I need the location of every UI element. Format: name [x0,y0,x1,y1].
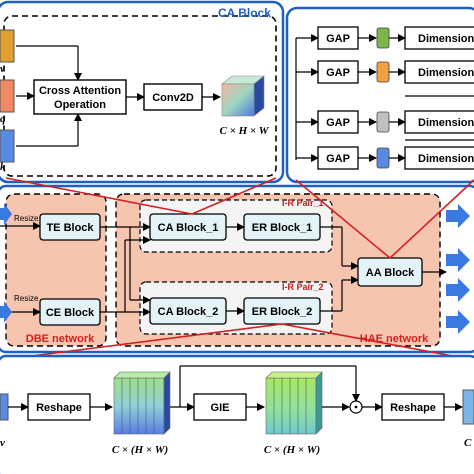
hae-network-title: HAE network [360,333,429,345]
conv2d-label: Conv2D [152,92,194,104]
bottom-output-slab [462,389,474,425]
gap-label-3: GAP [326,117,350,129]
label-q: q [0,113,6,125]
bottom-input-slab [0,393,9,421]
ca-block-2-label: CA Block_2 [158,306,219,318]
aa-block-label: AA Block [366,267,415,279]
gap-label-2: GAP [326,67,350,79]
dimension-label-3: Dimension [418,117,474,129]
ca-block-1-label: CA Block_1 [158,222,219,234]
gap-label-4: GAP [326,153,350,165]
aa-row-4: GAP Dimension [296,146,474,170]
er-block-2-label: ER Block_2 [252,306,313,318]
dimension-label-4: Dimension [418,153,474,165]
output-arrows [446,204,470,334]
gap-label-1: GAP [326,33,350,45]
feature-bar-1 [376,27,390,49]
dimension-label-1: Dimension [418,33,474,45]
aa-row-2: GAP Dimension [296,60,474,84]
gie-box [193,393,247,421]
reshape-label-2: Reshape [390,402,436,414]
resize-label-1: Resize [14,214,39,223]
ir-pair-1-label: I-R Pair_1 [282,198,324,208]
feature-stack-2 [265,371,323,435]
ir-pair-2-label: I-R Pair_2 [282,282,324,292]
cross-attention-line2: Operation [54,99,106,111]
er-block-1-label: ER Block_1 [252,222,313,234]
stack-1-dim: C × (H × W) [112,444,168,456]
zoom-lines [0,177,474,361]
stack-2-dim: C × (H × W) [264,444,320,456]
output-cube [221,75,265,117]
label-k: k [0,161,6,173]
reshape-box-2 [381,393,445,421]
aa-panel-frame [285,6,474,184]
reshape-box-1 [27,393,91,421]
ca-panel-title: CA Block [218,6,271,20]
cross-attention-line1: Cross Attention [39,85,121,97]
aa-row-1: GAP Dimension [296,26,474,50]
label-v: v [0,63,5,75]
feature-bar-3 [376,111,390,133]
gie-label: GIE [211,402,230,414]
feature-bar-2 [376,61,390,83]
bottom-left-label: v [0,437,5,449]
cube-dim-label: C × H × W [219,125,269,137]
feature-bar-4 [376,147,390,169]
input-slab-q [0,79,15,113]
ca-panel-frame [0,0,285,184]
reshape-label-1: Reshape [36,402,82,414]
feature-stack-1 [113,371,171,435]
dbe-network-title: DBE network [26,333,95,345]
dimension-label-2: Dimension [418,67,474,79]
te-block-label: TE Block [46,222,94,234]
input-slab-k [0,129,15,163]
input-slab-v [0,29,15,63]
ce-block-label: CE Block [46,307,95,319]
bottom-right-label: C [464,437,472,449]
multiply-icon [349,400,363,414]
cross-attention-box [33,79,127,115]
input-arrows [0,203,12,323]
aa-row-3: GAP Dimension [296,110,474,134]
resize-label-2: Resize [14,294,39,303]
